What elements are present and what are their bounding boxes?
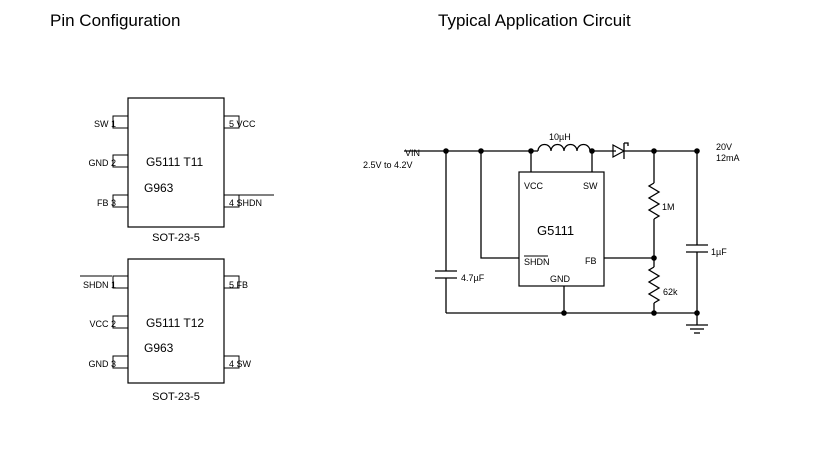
package-b-pin2-lead bbox=[112, 315, 128, 329]
package-a-pin2-lead bbox=[112, 154, 128, 168]
package-b-marking2: G963 bbox=[144, 341, 174, 355]
rbottom-label: 62k bbox=[663, 287, 678, 297]
cout-label: 1µF bbox=[711, 247, 727, 257]
ground-symbol bbox=[686, 324, 708, 334]
ic-pin-sw: SW bbox=[583, 181, 598, 191]
package-b-pin3-lead bbox=[112, 355, 128, 369]
package-b-body bbox=[127, 258, 225, 384]
package-b: SHDN 1 VCC 2 GND 3 5 FB 4 SW G5111 T12 G… bbox=[80, 258, 252, 403]
package-a-pin2-label: GND 2 bbox=[88, 158, 116, 168]
package-a-pin5-label: 5 VCC bbox=[229, 119, 256, 129]
package-b-pin1-lead bbox=[112, 275, 128, 289]
app-circuit-title: Typical Application Circuit bbox=[438, 11, 631, 30]
inductor-label: 10µH bbox=[549, 132, 571, 142]
package-a-body bbox=[127, 97, 225, 228]
ic-pin-gnd: GND bbox=[550, 274, 571, 284]
ic-body bbox=[518, 171, 605, 287]
vin-range: 2.5V to 4.2V bbox=[363, 160, 413, 170]
vout-label: 20V bbox=[716, 142, 732, 152]
package-b-marking: G5111 T12 bbox=[146, 316, 204, 330]
package-a: SW 1 GND 2 FB 3 5 VCC 4 SHDN G5111 T11 G… bbox=[88, 97, 274, 244]
package-a-pin1-label: SW 1 bbox=[94, 119, 116, 129]
resistor-bottom bbox=[647, 266, 661, 304]
vin-label: VIN bbox=[405, 148, 420, 158]
package-b-pin2-label: VCC 2 bbox=[89, 319, 116, 329]
shdn-wire bbox=[480, 151, 519, 259]
inductor bbox=[537, 143, 591, 152]
package-a-caption: SOT-23-5 bbox=[152, 232, 200, 244]
ic-pin-vcc: VCC bbox=[524, 181, 544, 191]
application-circuit: VIN 2.5V to 4.2V 10µH 20V 12mA VCC SW G5… bbox=[363, 132, 740, 334]
package-b-pin4-label: 4 SW bbox=[229, 359, 252, 369]
package-b-pin4-lead bbox=[224, 355, 240, 369]
package-b-pin3-label: GND 3 bbox=[88, 359, 116, 369]
package-a-pin3-lead bbox=[112, 194, 128, 208]
resistor-top bbox=[647, 182, 661, 220]
package-a-pin1-lead bbox=[112, 115, 128, 129]
package-a-pin4-label: 4 SHDN bbox=[229, 198, 262, 208]
package-a-pin3-label: FB 3 bbox=[97, 198, 116, 208]
package-b-pin5-label: 5 FB bbox=[229, 280, 248, 290]
pin-config-title: Pin Configuration bbox=[50, 11, 180, 30]
package-a-pin5-lead bbox=[224, 115, 240, 129]
iout-label: 12mA bbox=[716, 153, 740, 163]
rtop-label: 1M bbox=[662, 202, 675, 212]
ic-pin-shdn: SHDN bbox=[524, 257, 550, 267]
junction-dots bbox=[443, 148, 700, 316]
cin-label: 4.7µF bbox=[461, 273, 485, 283]
ic-name: G5111 bbox=[537, 223, 574, 238]
ic-pin-fb: FB bbox=[585, 256, 597, 266]
package-a-marking: G5111 T11 bbox=[146, 155, 203, 169]
package-a-marking2: G963 bbox=[144, 181, 174, 195]
package-b-pin5-lead bbox=[224, 275, 240, 289]
package-b-caption: SOT-23-5 bbox=[152, 391, 200, 403]
package-a-pin4-lead bbox=[224, 194, 240, 208]
package-b-pin1-label: SHDN 1 bbox=[83, 280, 116, 290]
